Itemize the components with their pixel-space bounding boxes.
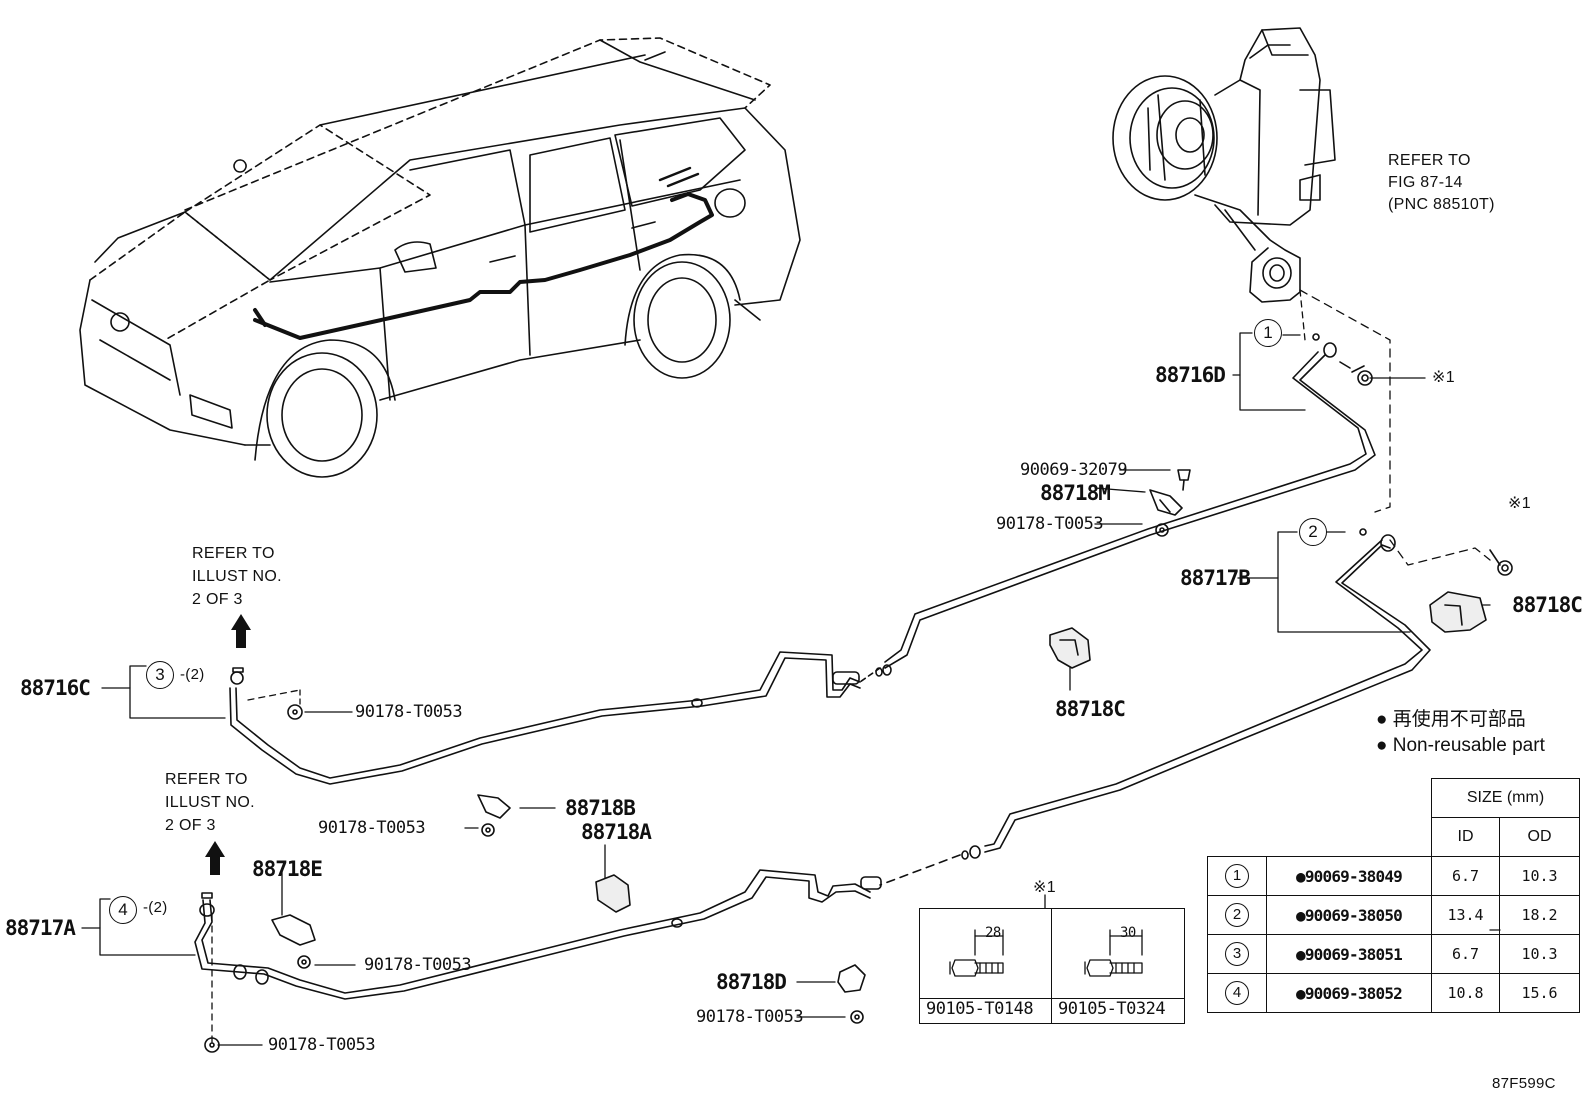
callout-2: 2 [1299,518,1327,546]
bolt-part-left: 90105-T0148 [926,999,1034,1019]
refer-illust-b-line1: REFER TO [165,771,248,788]
part-label-88718A: 88718A [581,820,652,844]
qty-callout-3: -(2) [180,666,205,683]
note-marker-box: ※1 [1033,879,1056,896]
bolt-reference-box [919,908,1185,1024]
refer-fig-line1: REFER TO [1388,152,1471,169]
row-od: 10.3 [1499,856,1580,896]
table-row: 2 ●90069-38050 13.4 18.2 [1207,895,1580,935]
row-od: 15.6 [1499,973,1580,1013]
refer-fig-line2: FIG 87-14 [1388,174,1463,191]
row-no: 1 [1225,864,1249,888]
refer-illust-b-line3: 2 OF 3 [165,817,216,834]
figure-code: 87F599C [1492,1075,1556,1092]
table-row: 3 ●90069-38051 6.7 10.3 [1207,934,1580,974]
refer-illust-b-line2: ILLUST NO. [165,794,255,811]
clip-label-88717A: 90178-T0053 [268,1035,376,1055]
clip-label-88716C: 90178-T0053 [355,702,463,722]
clamps-and-clips [204,361,1513,1053]
row-id: 10.8 [1431,973,1500,1013]
table-row: 1 ●90069-38049 6.7 10.3 [1207,856,1580,896]
row-no: 4 [1225,981,1249,1005]
row-part: ●90069-38051 [1266,934,1432,974]
hose-size-table: SIZE (mm) ID OD 1 ●90069-38049 6.7 10.3 … [1207,778,1580,1013]
part-label-88717A: 88717A [5,916,76,940]
od-header: OD [1499,817,1580,857]
row-no: 2 [1225,903,1249,927]
qty-callout-4: -(2) [143,899,168,916]
legend-en-text: Non-reusable part [1392,735,1545,756]
vehicle-illustration [79,37,801,478]
clip-label-88718B: 90178-T0053 [318,818,426,838]
legend-bullet: ● [1376,709,1388,730]
row-id: 13.4 [1431,895,1500,935]
clip-label-88718M: 90178-T0053 [996,514,1104,534]
part-label-88717B: 88717B [1180,566,1251,590]
row-id: 6.7 [1431,934,1500,974]
part-label-88718E: 88718E [252,857,323,881]
row-part: ●90069-38052 [1266,973,1432,1013]
bolt-part-right: 90105-T0324 [1058,999,1166,1019]
part-label-88718C-right: 88718C [1512,593,1583,617]
row-od: 10.3 [1499,934,1580,974]
refer-illust-a-line3: 2 OF 3 [192,591,243,608]
legend-jp-text: 再使用不可部品 [1392,709,1526,730]
part-label-88718M: 88718M [1040,481,1111,505]
bolt-drawings [949,929,1143,977]
note-marker-bolt-a: ※1 [1432,369,1455,386]
legend-en: ● Non-reusable part [1376,735,1545,757]
callout-3: 3 [146,661,174,689]
clip-label-88718D: 90178-T0053 [696,1007,804,1027]
row-od: 18.2 [1499,895,1580,935]
note-marker-bolt-b: ※1 [1508,495,1531,512]
part-label-88716D: 88716D [1155,363,1226,387]
rear-cooler-unit [1112,27,1336,303]
up-arrow-icon [205,841,225,875]
id-header: ID [1431,817,1500,857]
row-part: ●90069-38049 [1266,856,1432,896]
callout-4: 4 [109,896,137,924]
legend-bullet: ● [1376,735,1388,756]
row-part: ●90069-38050 [1266,895,1432,935]
refer-illust-a-line1: REFER TO [192,545,275,562]
callout-1: 1 [1254,319,1282,347]
part-label-90069-32079: 90069-32079 [1020,460,1128,480]
bolt-length-right: 30 [1120,925,1136,941]
part-label-88716C: 88716C [20,676,91,700]
part-label-88718B: 88718B [565,796,636,820]
cooler-pipes [194,333,1431,1000]
bolt-cell-left [920,909,1052,1023]
refer-illust-a-line2: ILLUST NO. [192,568,282,585]
size-header: SIZE (mm) [1431,778,1580,818]
table-row: 4 ●90069-38052 10.8 15.6 [1207,973,1580,1013]
refer-fig-line3: (PNC 88510T) [1388,196,1495,213]
clip-label-88718E: 90178-T0053 [364,955,472,975]
row-id: 6.7 [1431,856,1500,896]
bolt-length-left: 28 [985,925,1001,941]
part-label-88718D: 88718D [716,970,787,994]
row-no: 3 [1225,942,1249,966]
legend-jp: ● 再使用不可部品 [1376,709,1526,731]
up-arrow-icon [231,614,251,648]
part-label-88718C-mid: 88718C [1055,697,1126,721]
